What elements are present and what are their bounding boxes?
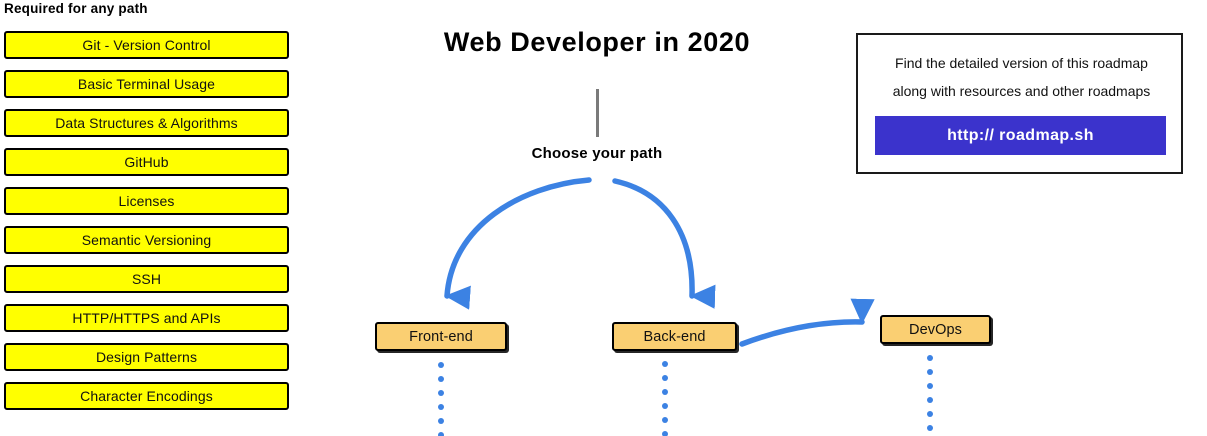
required-skill-label: Semantic Versioning [81, 232, 212, 248]
trail-dot [438, 362, 444, 368]
promo-callout-box: Find the detailed version of this roadma… [856, 33, 1183, 174]
trail-dot [438, 418, 444, 424]
trail-dot [438, 376, 444, 382]
path-node-frontend[interactable]: Front-end [375, 322, 507, 351]
trail-dot [927, 383, 933, 389]
trail-dot [438, 404, 444, 410]
roadmap-link-label: http:// roadmap.sh [947, 126, 1094, 144]
required-skill-item[interactable]: Data Structures & Algorithms [4, 109, 289, 137]
arrow-backend-to-devops [739, 298, 875, 347]
roadmap-link-button[interactable]: http:// roadmap.sh [875, 116, 1166, 155]
path-node-backend[interactable]: Back-end [612, 322, 737, 351]
dotted-trail-backend [662, 361, 668, 436]
path-node-devops[interactable]: DevOps [880, 315, 991, 344]
trail-dot [927, 397, 933, 403]
required-skill-item[interactable]: GitHub [4, 148, 289, 176]
required-skill-item[interactable]: Character Encodings [4, 382, 289, 410]
page-title: Web Developer in 2020 [443, 27, 751, 57]
required-skill-label: Basic Terminal Usage [77, 76, 216, 92]
trail-dot [662, 375, 668, 381]
trail-dot [662, 361, 668, 367]
path-node-label: Back-end [643, 328, 706, 345]
required-skill-label: Design Patterns [95, 349, 198, 365]
required-skill-label: Git - Version Control [82, 37, 211, 53]
trail-dot [662, 403, 668, 409]
required-skill-item[interactable]: Licenses [4, 187, 289, 215]
required-skill-label: Data Structures & Algorithms [55, 115, 238, 131]
trail-dot [927, 425, 933, 431]
choose-path-label: Choose your path [531, 145, 663, 162]
required-skill-item[interactable]: Git - Version Control [4, 31, 289, 59]
trail-dot [662, 389, 668, 395]
required-skill-item[interactable]: Semantic Versioning [4, 226, 289, 254]
required-skill-item[interactable]: HTTP/HTTPS and APIs [4, 304, 289, 332]
trail-dot [438, 432, 444, 436]
trail-dot [662, 431, 668, 436]
required-skill-label: Character Encodings [80, 388, 213, 404]
arrow-to-backend [612, 178, 716, 309]
required-skill-label: SSH [131, 271, 162, 287]
required-skills-heading: Required for any path [4, 1, 148, 16]
required-skill-label: Licenses [118, 193, 175, 209]
dotted-trail-devops [927, 355, 933, 436]
required-skill-item[interactable]: Design Patterns [4, 343, 289, 371]
required-skills-section: Required for any path Git - Version Cont… [0, 0, 300, 436]
trail-dot [927, 355, 933, 361]
required-skill-item[interactable]: Basic Terminal Usage [4, 70, 289, 98]
promo-text-line-2: along with resources and other roadmaps [892, 83, 1151, 99]
dotted-trail-frontend [438, 362, 444, 436]
arrow-to-frontend [444, 177, 592, 310]
required-skills-list: Git - Version Control Basic Terminal Usa… [4, 31, 289, 421]
trail-dot [927, 369, 933, 375]
required-skill-label: GitHub [124, 154, 169, 170]
title-connector-line [596, 89, 599, 137]
promo-text-line-1: Find the detailed version of this roadma… [895, 55, 1148, 71]
required-skill-label: HTTP/HTTPS and APIs [72, 310, 221, 326]
path-node-label: DevOps [909, 321, 962, 338]
path-node-label: Front-end [409, 328, 473, 345]
trail-dot [438, 390, 444, 396]
required-skill-item[interactable]: SSH [4, 265, 289, 293]
trail-dot [662, 417, 668, 423]
trail-dot [927, 411, 933, 417]
